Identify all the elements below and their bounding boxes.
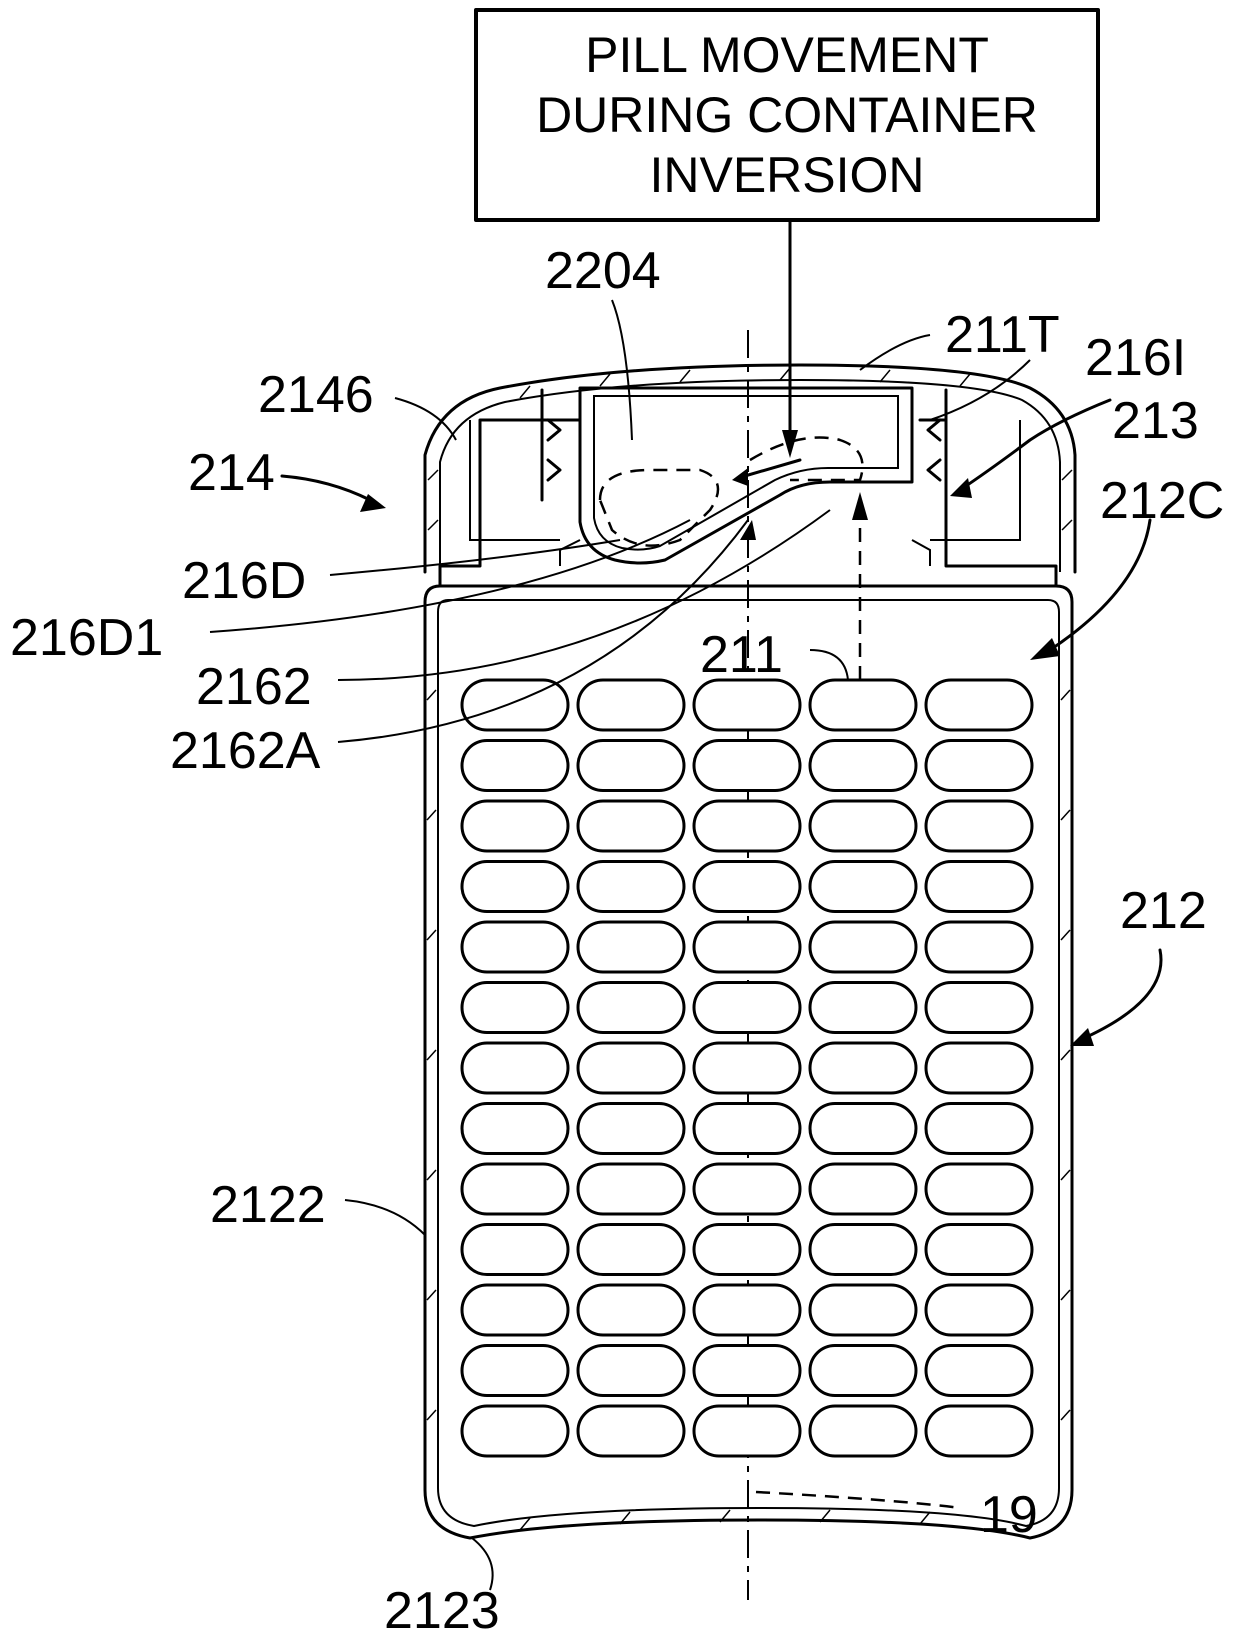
pill — [694, 801, 800, 851]
pill — [578, 680, 684, 730]
pill — [578, 741, 684, 791]
pill — [462, 1043, 568, 1093]
pill — [694, 983, 800, 1033]
threads-right — [928, 390, 946, 500]
label-2123: 2123 — [384, 1582, 500, 1636]
label-212C: 212C — [1100, 472, 1224, 530]
pill — [462, 1225, 568, 1275]
pill — [926, 1285, 1032, 1335]
pill — [578, 1406, 684, 1456]
pill — [694, 1225, 800, 1275]
pill — [694, 1406, 800, 1456]
pill — [462, 1406, 568, 1456]
pill — [578, 1225, 684, 1275]
pill — [810, 1225, 916, 1275]
pill — [810, 680, 916, 730]
pill — [926, 1043, 1032, 1093]
pill — [810, 801, 916, 851]
label-2122: 2122 — [210, 1176, 326, 1234]
pill — [694, 1164, 800, 1214]
pill — [462, 680, 568, 730]
pill — [926, 1225, 1032, 1275]
label-2146: 2146 — [258, 366, 374, 424]
neck-right — [920, 420, 1056, 586]
pill — [462, 922, 568, 972]
pill — [578, 1104, 684, 1154]
pill — [578, 922, 684, 972]
pill — [926, 1346, 1032, 1396]
label-211T: 211T — [945, 306, 1060, 364]
pill — [578, 1285, 684, 1335]
pill — [462, 1104, 568, 1154]
label-216I: 216I — [1085, 329, 1186, 387]
pill — [578, 862, 684, 912]
title-line-1: PILL MOVEMENT — [585, 27, 989, 83]
label-212: 212 — [1120, 882, 1207, 940]
pill — [810, 983, 916, 1033]
pill — [462, 1346, 568, 1396]
pill — [926, 922, 1032, 972]
label-216D: 216D — [182, 552, 306, 610]
pill — [810, 741, 916, 791]
pill — [694, 862, 800, 912]
pill — [810, 1346, 916, 1396]
threads-left — [542, 390, 560, 500]
pill — [462, 1285, 568, 1335]
title-box: PILL MOVEMENT DURING CONTAINER INVERSION — [476, 10, 1098, 220]
pill — [926, 1406, 1032, 1456]
pill — [810, 1104, 916, 1154]
title-line-2: DURING CONTAINER — [536, 87, 1038, 143]
label-2204: 2204 — [545, 242, 661, 300]
pill — [926, 741, 1032, 791]
pill — [694, 1104, 800, 1154]
pill — [578, 1346, 684, 1396]
pill — [810, 922, 916, 972]
pill — [694, 922, 800, 972]
title-line-3: INVERSION — [649, 147, 924, 203]
label-19: 19 — [980, 1486, 1038, 1544]
pill — [810, 1285, 916, 1335]
pill — [578, 1164, 684, 1214]
pill — [926, 862, 1032, 912]
pill — [694, 1346, 800, 1396]
pill — [810, 1406, 916, 1456]
pill — [810, 1164, 916, 1214]
pill — [810, 1043, 916, 1093]
pill — [578, 801, 684, 851]
title-pointer-arrow — [782, 220, 798, 458]
pill — [462, 1164, 568, 1214]
pill — [694, 741, 800, 791]
label-213: 213 — [1112, 392, 1199, 450]
pill — [926, 680, 1032, 730]
pill — [694, 1043, 800, 1093]
pill — [810, 862, 916, 912]
label-214: 214 — [188, 444, 275, 502]
label-2162: 2162 — [196, 658, 312, 716]
pill — [926, 983, 1032, 1033]
pill — [462, 801, 568, 851]
label-216D1: 216D1 — [10, 609, 163, 667]
pill — [462, 862, 568, 912]
pill — [694, 680, 800, 730]
pill — [462, 741, 568, 791]
pill — [926, 801, 1032, 851]
pill-ghost-right — [750, 438, 863, 481]
label-211: 211 — [700, 626, 783, 684]
pill — [926, 1104, 1032, 1154]
label-2162A: 2162A — [170, 722, 321, 780]
pill — [578, 1043, 684, 1093]
pill — [926, 1164, 1032, 1214]
pill — [578, 983, 684, 1033]
pill — [462, 983, 568, 1033]
pill — [694, 1285, 800, 1335]
